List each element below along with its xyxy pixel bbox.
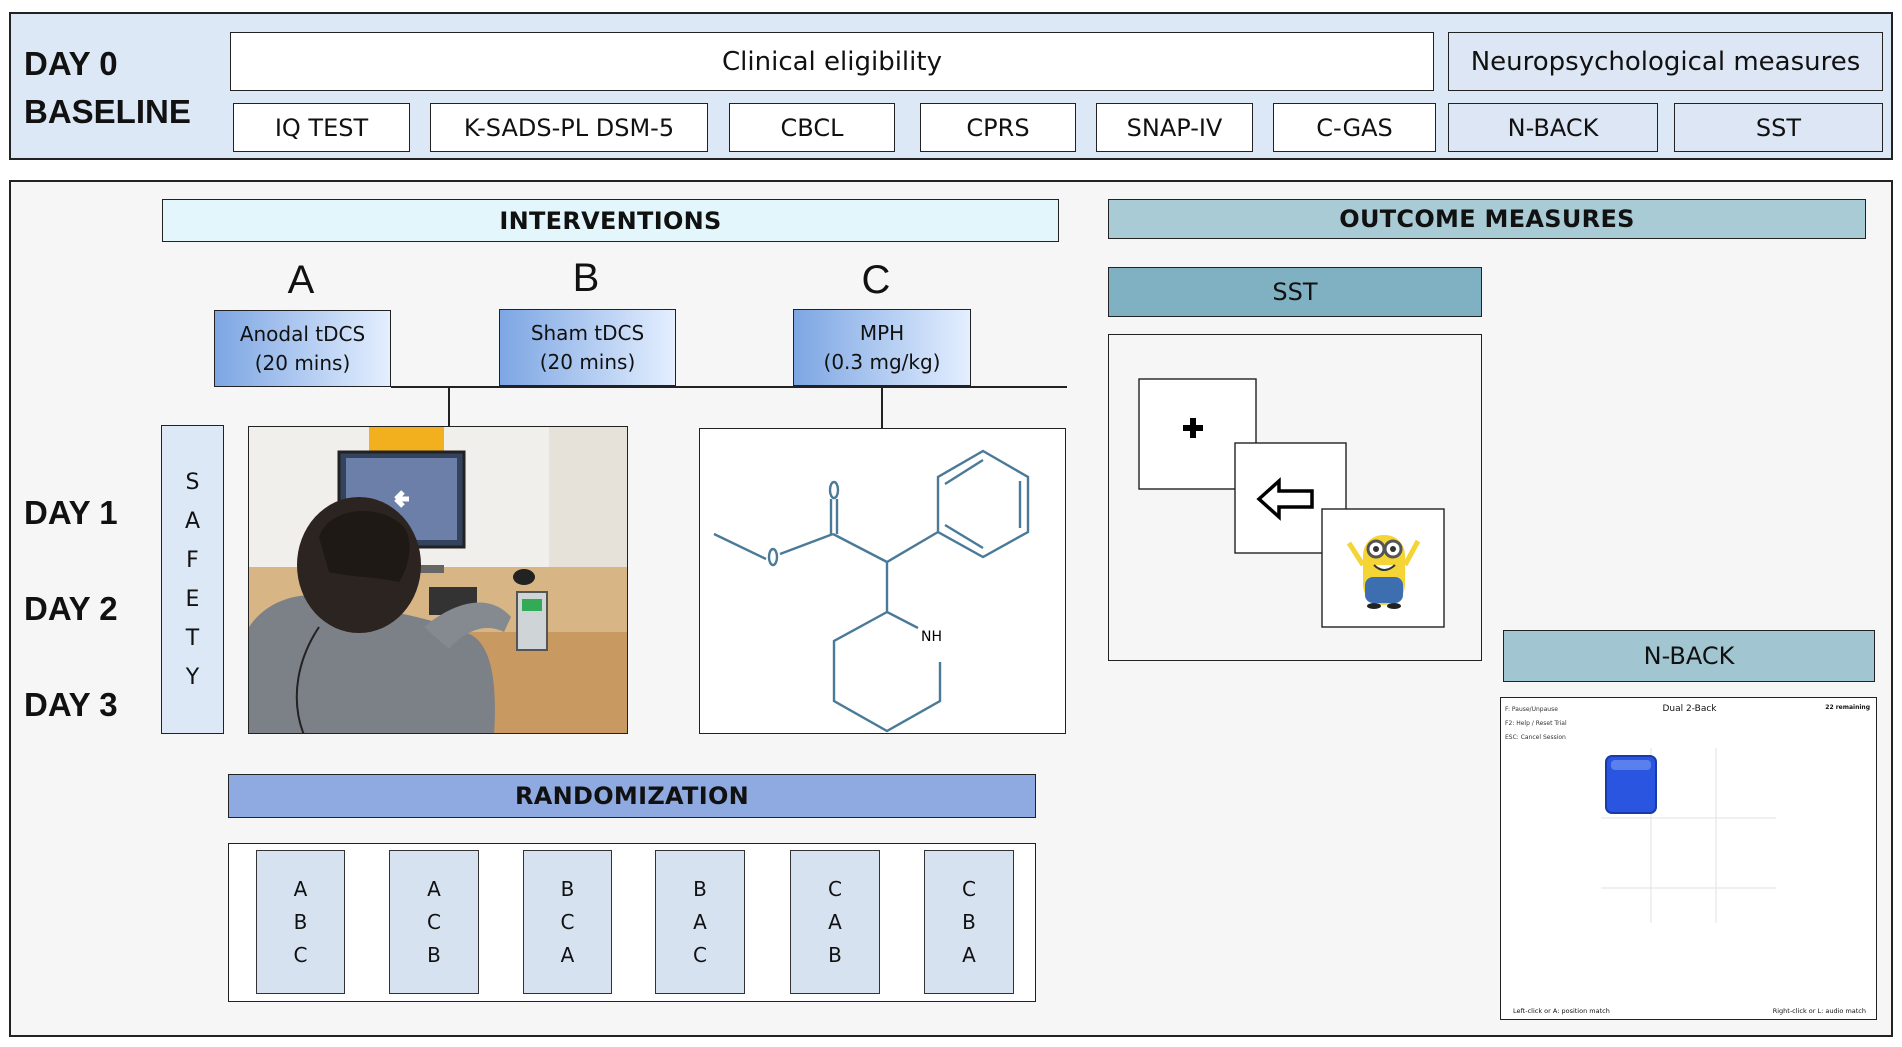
nback-footer-left: Left-click or A: position match	[1513, 1007, 1610, 1015]
mph-box: MPH (0.3 mg/kg)	[793, 309, 971, 386]
ksads-box: K-SADS-PL DSM-5	[430, 103, 708, 152]
molecule-drawing: NH	[713, 449, 1030, 733]
iq-test-box: IQ TEST	[233, 103, 410, 152]
connector-drop-a	[448, 386, 450, 426]
sequence-letter: B	[427, 942, 441, 967]
safety-letter: F	[186, 547, 199, 573]
interventions-header: INTERVENTIONS	[162, 199, 1059, 242]
snap-iv-box: SNAP-IV	[1096, 103, 1253, 152]
sham-tdcs-name: Sham tDCS	[530, 320, 645, 345]
sequence-cab: C A B	[790, 850, 880, 994]
anodal-tdcs-name: Anodal tDCS	[239, 321, 366, 346]
outcome-measures-header: OUTCOME MEASURES	[1108, 199, 1866, 239]
day0-label: DAY 0	[24, 45, 118, 82]
nback-header: N-BACK	[1503, 630, 1875, 682]
nback-remaining: 22 remaining	[1825, 704, 1870, 711]
sequence-letter: B	[693, 876, 707, 901]
sham-tdcs-detail: (20 mins)	[539, 349, 636, 374]
nback-footer-right: Right-click or L: audio match	[1772, 1007, 1866, 1015]
sequence-letter: C	[427, 909, 441, 934]
methylphenidate-structure: NH	[699, 428, 1066, 734]
nback-menu-item: ESC: Cancel Session	[1505, 734, 1566, 741]
arm-c-letter: C	[861, 258, 891, 302]
anodal-tdcs-box: Anodal tDCS (20 mins)	[214, 310, 391, 387]
sequence-letter: A	[828, 909, 842, 934]
randomization-sequences-box	[228, 843, 1036, 1002]
nback-menu-item: F: Pause/Unpause	[1505, 706, 1558, 713]
sst-task-illustration	[1138, 378, 1445, 628]
sequence-cba: C B A	[924, 850, 1014, 994]
cprs-box: CPRS	[920, 103, 1076, 152]
nback-stimulus-square	[1605, 755, 1657, 814]
sequence-letter: B	[560, 876, 575, 901]
nback-grid	[1601, 748, 1776, 923]
nback-menu: F: Pause/Unpause F2: Help / Reset Trial …	[1505, 703, 1567, 745]
carbonyl-oxygen	[828, 480, 840, 500]
sequence-letter: A	[693, 909, 707, 934]
sequence-letter: C	[962, 876, 976, 901]
arm-b-letter: B	[572, 256, 600, 300]
day2-label: DAY 2	[24, 590, 118, 627]
phenyl-bond	[886, 530, 939, 564]
sequence-letter: B	[293, 909, 308, 934]
mph-name: MPH	[859, 320, 905, 345]
safety-column: S A F E T Y	[161, 425, 224, 734]
day0-baseline-label: DAY 0 BASELINE	[24, 40, 191, 136]
randomization-header: RANDOMIZATION	[228, 774, 1036, 818]
day3-label: DAY 3	[24, 686, 118, 723]
sequence-letter: B	[962, 909, 976, 934]
sequence-letter: C	[828, 876, 842, 901]
nback-task-screen: F: Pause/Unpause F2: Help / Reset Trial …	[1500, 697, 1877, 1020]
nback-baseline-box: N-BACK	[1448, 103, 1658, 152]
sequence-letter: A	[560, 942, 575, 967]
sequence-letter: A	[427, 876, 441, 901]
sham-tdcs-box: Sham tDCS (20 mins)	[499, 309, 676, 386]
tdcs-session-photo	[248, 426, 628, 734]
c-gas-box: C-GAS	[1273, 103, 1436, 152]
ester-bond	[779, 532, 834, 556]
sequence-letter: C	[560, 909, 575, 934]
safety-letter: E	[185, 586, 200, 612]
fixation-cross-icon	[1183, 418, 1203, 438]
alpha-bond	[832, 532, 888, 564]
tdcs-photo-illustration	[249, 427, 627, 733]
safety-letter: T	[185, 625, 200, 651]
nback-title: Dual 2-Back	[1662, 704, 1717, 714]
nback-menu-item: F2: Help / Reset Trial	[1505, 720, 1567, 727]
sequence-letter: A	[962, 942, 976, 967]
piperidine-ring	[832, 610, 942, 733]
day1-label: DAY 1	[24, 494, 118, 531]
clinical-eligibility-box: Clinical eligibility	[230, 32, 1434, 91]
left-arrow-icon	[1256, 477, 1314, 521]
safety-letter: S	[185, 469, 200, 495]
sequence-bac: B A C	[655, 850, 745, 994]
sequence-letter: C	[693, 942, 707, 967]
baseline-label: BASELINE	[24, 93, 191, 130]
ester-oxygen	[767, 547, 779, 567]
sequence-letter: B	[828, 942, 842, 967]
minion-icon	[1346, 535, 1421, 609]
sst-header: SST	[1108, 267, 1482, 317]
connector-line	[391, 386, 1067, 388]
arm-a-letter: A	[287, 258, 315, 302]
sst-task-panel	[1108, 334, 1482, 661]
sequence-abc: A B C	[256, 850, 345, 994]
sequence-letter: C	[293, 942, 308, 967]
neuropsychological-measures-box: Neuropsychological measures	[1448, 32, 1883, 91]
safety-letter: Y	[185, 664, 200, 690]
cbcl-box: CBCL	[729, 103, 895, 152]
methyl-bond	[713, 532, 767, 561]
sequence-letter: A	[293, 876, 308, 901]
benzene-ring	[936, 449, 1030, 559]
anodal-tdcs-detail: (20 mins)	[254, 350, 351, 375]
connector-drop-c	[881, 386, 883, 428]
sst-baseline-box: SST	[1674, 103, 1883, 152]
mph-detail: (0.3 mg/kg)	[823, 349, 941, 374]
sequence-bca: B C A	[523, 850, 612, 994]
safety-letter: A	[184, 508, 201, 534]
sequence-acb: A C B	[389, 850, 479, 994]
nh-label: NH	[921, 629, 942, 645]
